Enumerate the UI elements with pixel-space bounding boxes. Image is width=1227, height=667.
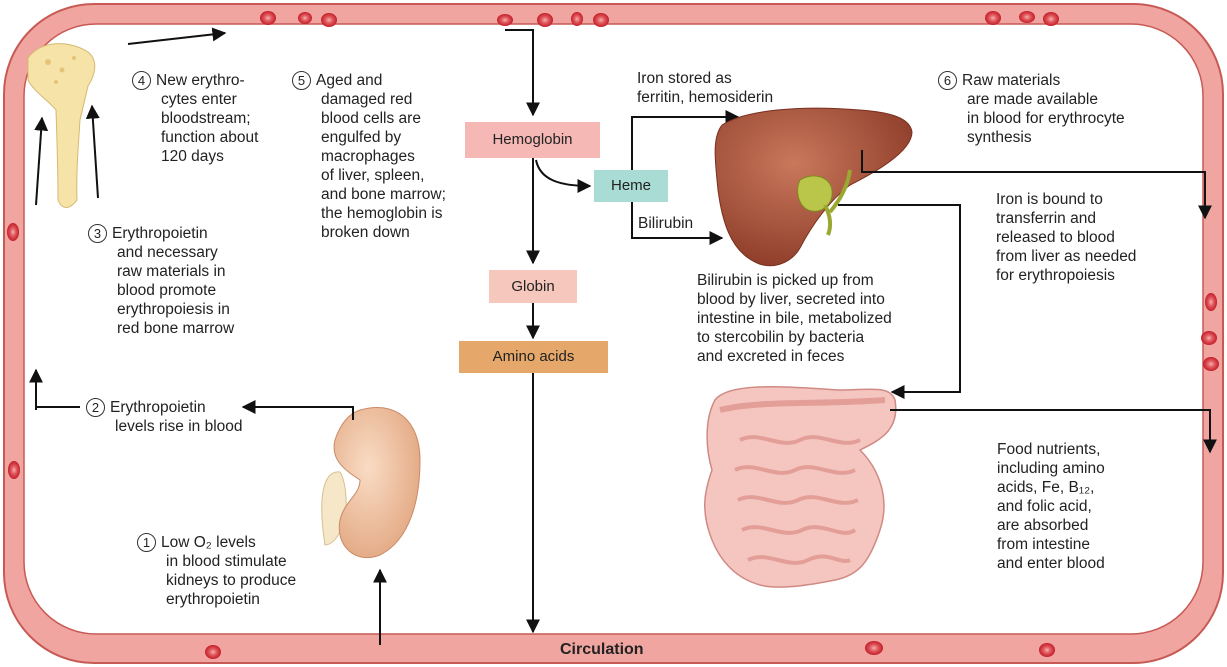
food-nutrients-line: from intestine (997, 535, 1105, 554)
step-3-line: blood promote (88, 281, 234, 300)
step-5-line: damaged red (292, 90, 446, 109)
rbc (8, 461, 20, 479)
rbc (1201, 331, 1217, 345)
bilirubin-arrow-label: Bilirubin (638, 214, 693, 233)
heme-box: Heme (594, 177, 668, 194)
step-3-text: 3 Erythropoietin and necessary raw materi… (88, 224, 234, 338)
rbc (321, 13, 337, 27)
step-1-text: 1 Low O₂ levels in blood stimulate kidney… (137, 533, 296, 609)
rbc (593, 13, 609, 27)
rbc (865, 641, 883, 655)
food-nutrients-line: including amino (997, 459, 1105, 478)
hemoglobin-box: Hemoglobin (465, 131, 600, 148)
step-1-line: Low O₂ levels (161, 534, 256, 551)
rbc (205, 645, 221, 659)
food-nutrients-line: and folic acid, (997, 497, 1105, 516)
rbc (537, 13, 553, 27)
step-2-line: levels rise in blood (86, 417, 243, 436)
iron-bound-line: Iron is bound to (996, 190, 1136, 209)
food-nutrients-line: acids, Fe, B₁₂, (997, 478, 1105, 497)
step-4-line: New erythro- (156, 72, 245, 89)
step-6-number: 6 (938, 71, 957, 90)
rbc (1043, 12, 1059, 26)
circulation-label: Circulation (560, 640, 644, 659)
step-6-line: are made available (938, 90, 1125, 109)
step-5-line: engulfed by (292, 128, 446, 147)
food-nutrients-label: Food nutrients, including amino acids, F… (997, 440, 1105, 573)
step-2-line: Erythropoietin (110, 399, 206, 416)
globin-box: Globin (489, 278, 577, 295)
step-5-number: 5 (292, 71, 311, 90)
step-3-number: 3 (88, 224, 107, 243)
iron-stored-line: Iron stored as (637, 69, 773, 88)
step-1-line: erythropoietin (137, 590, 296, 609)
iron-bound-label: Iron is bound to transferrin and release… (996, 190, 1136, 285)
step-6-line: in blood for erythrocyte (938, 109, 1125, 128)
rbc (298, 12, 312, 24)
step-1-line: kidneys to produce (137, 571, 296, 590)
step-2-text: 2 Erythropoietin levels rise in blood (86, 398, 243, 436)
bilirubin-line: Bilirubin is picked up from (697, 271, 892, 290)
step-5-line: of liver, spleen, (292, 166, 446, 185)
step-6-line: synthesis (938, 128, 1125, 147)
step-5-line: blood cells are (292, 109, 446, 128)
food-nutrients-line: Food nutrients, (997, 440, 1105, 459)
rbc (260, 11, 276, 25)
bilirubin-line: and excreted in feces (697, 347, 892, 366)
rbc (1203, 357, 1219, 371)
rbc (571, 12, 583, 26)
step-2-number: 2 (86, 398, 105, 417)
iron-stored-label: Iron stored as ferritin, hemosiderin (637, 69, 773, 107)
step-5-line: the hemoglobin is (292, 204, 446, 223)
step-5-line: Aged and (316, 72, 382, 89)
iron-stored-line: ferritin, hemosiderin (637, 88, 773, 107)
step-4-line: 120 days (132, 147, 258, 166)
food-nutrients-line: are absorbed (997, 516, 1105, 535)
food-nutrients-line: and enter blood (997, 554, 1105, 573)
step-1-number: 1 (137, 533, 156, 552)
step-5-line: macrophages (292, 147, 446, 166)
iron-bound-line: from liver as needed (996, 247, 1136, 266)
iron-bound-line: released to blood (996, 228, 1136, 247)
step-4-line: cytes enter (132, 90, 258, 109)
bilirubin-description: Bilirubin is picked up from blood by liv… (697, 271, 892, 366)
step-3-line: red bone marrow (88, 319, 234, 338)
rbc (7, 223, 19, 241)
step-1-line: in blood stimulate (137, 552, 296, 571)
step-3-line: erythropoiesis in (88, 300, 234, 319)
step-5-line: broken down (292, 223, 446, 242)
rbc (1019, 11, 1035, 23)
iron-bound-line: for erythropoiesis (996, 266, 1136, 285)
step-3-line: Erythropoietin (112, 225, 208, 242)
step-3-line: raw materials in (88, 262, 234, 281)
step-4-text: 4 New erythro- cytes enter bloodstream; f… (132, 71, 258, 166)
step-4-number: 4 (132, 71, 151, 90)
step-5-line: and bone marrow; (292, 185, 446, 204)
step-5-text: 5 Aged and damaged red blood cells are en… (292, 71, 446, 242)
rbc (1039, 643, 1055, 657)
rbc (1205, 293, 1217, 311)
intestine-illustration (705, 387, 896, 587)
step-6-line: Raw materials (962, 72, 1060, 89)
iron-bound-line: transferrin and (996, 209, 1136, 228)
rbc (985, 11, 1001, 25)
bilirubin-line: intestine in bile, metabolized (697, 309, 892, 328)
bilirubin-line: to stercobilin by bacteria (697, 328, 892, 347)
step-3-line: and necessary (88, 243, 234, 262)
rbc (497, 14, 513, 26)
bilirubin-line: blood by liver, secreted into (697, 290, 892, 309)
amino-acids-box: Amino acids (459, 348, 608, 365)
step-4-line: bloodstream; (132, 109, 258, 128)
step-4-line: function about (132, 128, 258, 147)
step-6-text: 6 Raw materials are made available in blo… (938, 71, 1125, 147)
